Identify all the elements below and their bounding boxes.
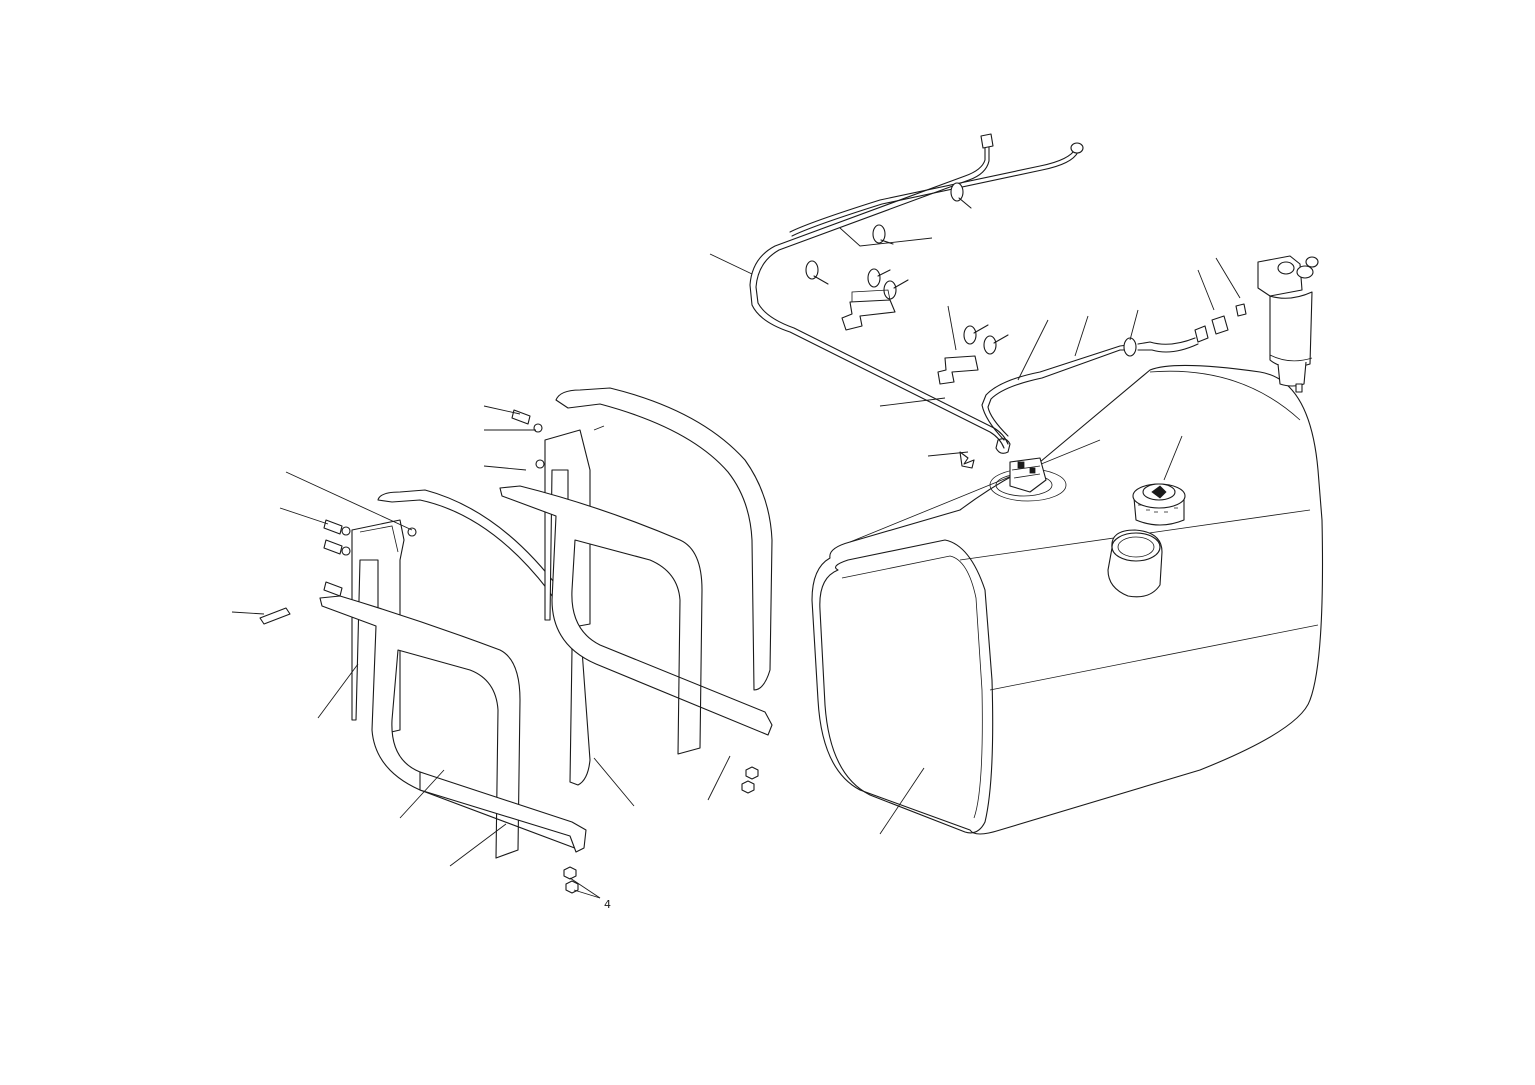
bolts <box>259 519 417 625</box>
leader-lines <box>231 227 1241 899</box>
tank-strap-lower <box>319 595 583 859</box>
nuts <box>563 866 579 894</box>
tank-strap-assembly-front <box>259 489 591 894</box>
line-fitting <box>980 133 994 149</box>
filter-bowl <box>1269 291 1313 368</box>
fuel-filter <box>1194 255 1319 393</box>
banjo-fitting <box>1070 142 1084 154</box>
line-bracket-2 <box>937 355 979 385</box>
fuel-tank <box>811 364 1324 835</box>
tank-strap-upper <box>377 489 591 786</box>
fuel-lines <box>749 133 1199 449</box>
filter-head <box>1257 255 1303 297</box>
tank-strap-assembly-rear <box>499 387 773 794</box>
tank-front-face <box>819 539 994 834</box>
line-bracket-1 <box>841 289 896 331</box>
clip <box>959 451 975 469</box>
tank-strap-upper-rear <box>555 387 773 691</box>
fitting <box>1194 325 1209 343</box>
tank-body <box>811 364 1324 835</box>
tank-strap-lower-rear <box>499 485 773 755</box>
fuel-cap <box>1132 483 1186 526</box>
washer <box>1235 303 1247 317</box>
callout-number: 4 <box>604 898 611 911</box>
fitting <box>1211 315 1229 335</box>
pin <box>259 607 291 625</box>
grommet <box>1123 337 1137 357</box>
tank-strap-rail <box>419 771 587 853</box>
p-clips <box>805 182 1009 355</box>
nuts-rear <box>741 766 759 794</box>
